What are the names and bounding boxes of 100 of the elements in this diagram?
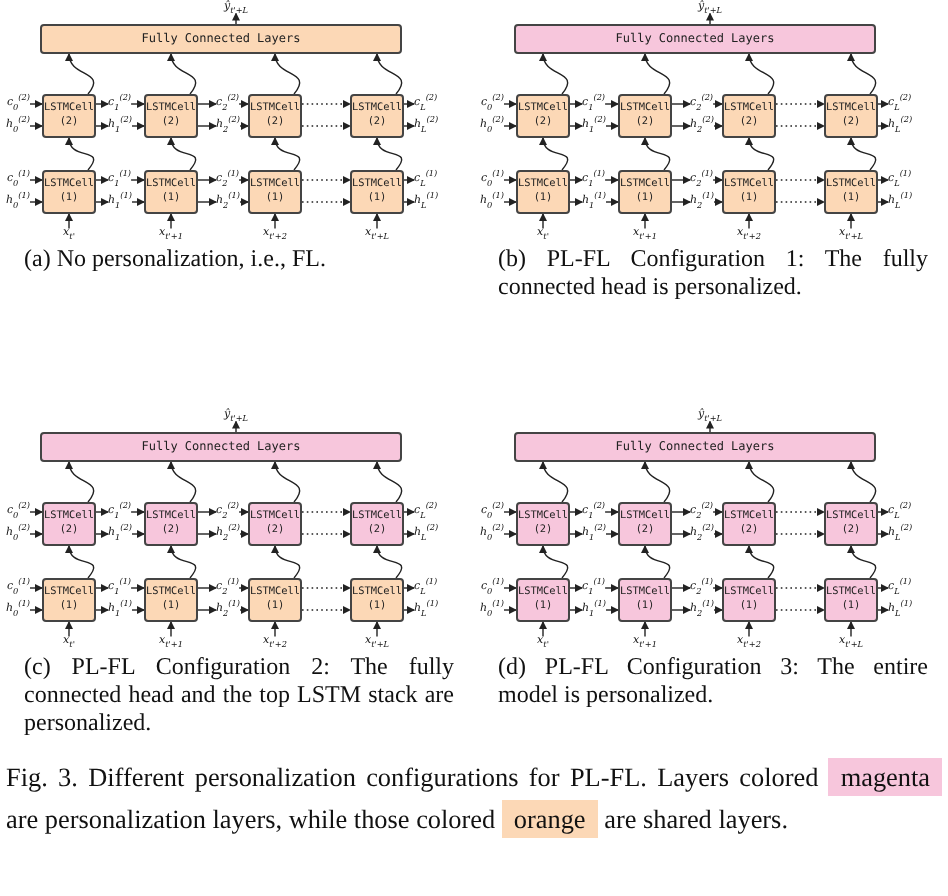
arrow — [671, 606, 691, 614]
legend-swatch: orange — [501, 800, 598, 838]
arrow — [271, 213, 279, 230]
arrow — [403, 530, 415, 538]
arrow — [713, 122, 723, 130]
arrow — [671, 198, 691, 206]
arrow — [131, 198, 145, 206]
arrow — [604, 176, 619, 184]
arrow — [746, 461, 775, 503]
arrow — [848, 53, 877, 95]
arrow — [301, 122, 351, 130]
arrow — [29, 508, 43, 516]
arrow — [540, 53, 569, 95]
arrow — [197, 176, 217, 184]
arrow — [130, 584, 145, 592]
arrow — [66, 545, 95, 579]
arrow — [95, 530, 109, 538]
arrow — [65, 213, 73, 230]
arrow — [95, 198, 109, 206]
arrow — [131, 530, 145, 538]
arrow — [301, 176, 351, 184]
arrow — [671, 530, 691, 538]
arrow — [95, 508, 109, 516]
arrow — [877, 176, 889, 184]
arrow — [503, 198, 517, 206]
arrow — [301, 508, 351, 516]
legend-swatch: magenta — [828, 758, 943, 796]
arrow — [272, 461, 301, 503]
arrow — [65, 621, 73, 638]
arrow — [232, 12, 240, 25]
subfigure-caption: (b) PL-FL Configuration 1: The fully connected head is personalized. — [498, 244, 928, 300]
arrow — [569, 198, 583, 206]
arrow — [130, 100, 145, 108]
arrow — [403, 122, 415, 130]
arrow — [604, 584, 619, 592]
arrow — [641, 621, 649, 638]
arrow — [373, 621, 381, 638]
arrow — [29, 176, 43, 184]
arrow — [301, 584, 351, 592]
arrow — [671, 176, 691, 184]
caption-text: are shared layers. — [604, 804, 788, 834]
arrow — [569, 606, 583, 614]
arrow — [877, 508, 889, 516]
arrow — [877, 198, 889, 206]
arrow — [66, 53, 95, 95]
arrow — [706, 12, 714, 25]
arrow — [712, 584, 723, 592]
arrow — [746, 53, 775, 95]
arrow — [272, 137, 301, 171]
arrow — [29, 606, 43, 614]
arrow — [540, 137, 569, 171]
arrow — [671, 508, 691, 516]
arrow — [403, 100, 415, 108]
arrow — [569, 100, 583, 108]
arrow — [713, 606, 723, 614]
arrow — [745, 621, 753, 638]
arrow — [775, 122, 825, 130]
arrow — [775, 176, 825, 184]
arrow — [271, 621, 279, 638]
arrow — [130, 176, 145, 184]
arrow — [301, 606, 351, 614]
arrow — [301, 530, 351, 538]
subfigure-caption: (c) PL-FL Configuration 2: The fully connected head and the top LSTM stack are personalized. — [24, 652, 454, 736]
arrow — [642, 53, 671, 95]
arrow — [746, 545, 775, 579]
arrow — [605, 530, 619, 538]
arrow — [712, 100, 723, 108]
arrow — [403, 508, 415, 516]
arrow — [168, 545, 197, 579]
arrow — [706, 420, 714, 433]
arrow — [373, 213, 381, 230]
arrow — [877, 606, 889, 614]
arrow — [29, 198, 43, 206]
arrow — [775, 584, 825, 592]
arrow — [95, 584, 109, 592]
arrow — [642, 545, 671, 579]
arrow — [877, 100, 889, 108]
arrow — [197, 100, 217, 108]
arrow — [197, 198, 217, 206]
arrow — [168, 461, 197, 503]
arrow — [605, 198, 619, 206]
arrow — [713, 530, 723, 538]
arrow — [540, 461, 569, 503]
arrow — [131, 122, 145, 130]
arrow — [374, 137, 403, 171]
arrow — [642, 137, 671, 171]
arrow — [569, 122, 583, 130]
arrow — [272, 545, 301, 579]
arrow — [503, 122, 517, 130]
arrow — [403, 198, 415, 206]
arrow — [847, 621, 855, 638]
arrow — [848, 545, 877, 579]
arrow — [197, 584, 217, 592]
arrow — [569, 584, 583, 592]
arrow — [569, 176, 583, 184]
arrow — [745, 213, 753, 230]
arrow — [301, 198, 351, 206]
arrow — [238, 584, 249, 592]
arrow — [403, 606, 415, 614]
arrow — [168, 137, 197, 171]
